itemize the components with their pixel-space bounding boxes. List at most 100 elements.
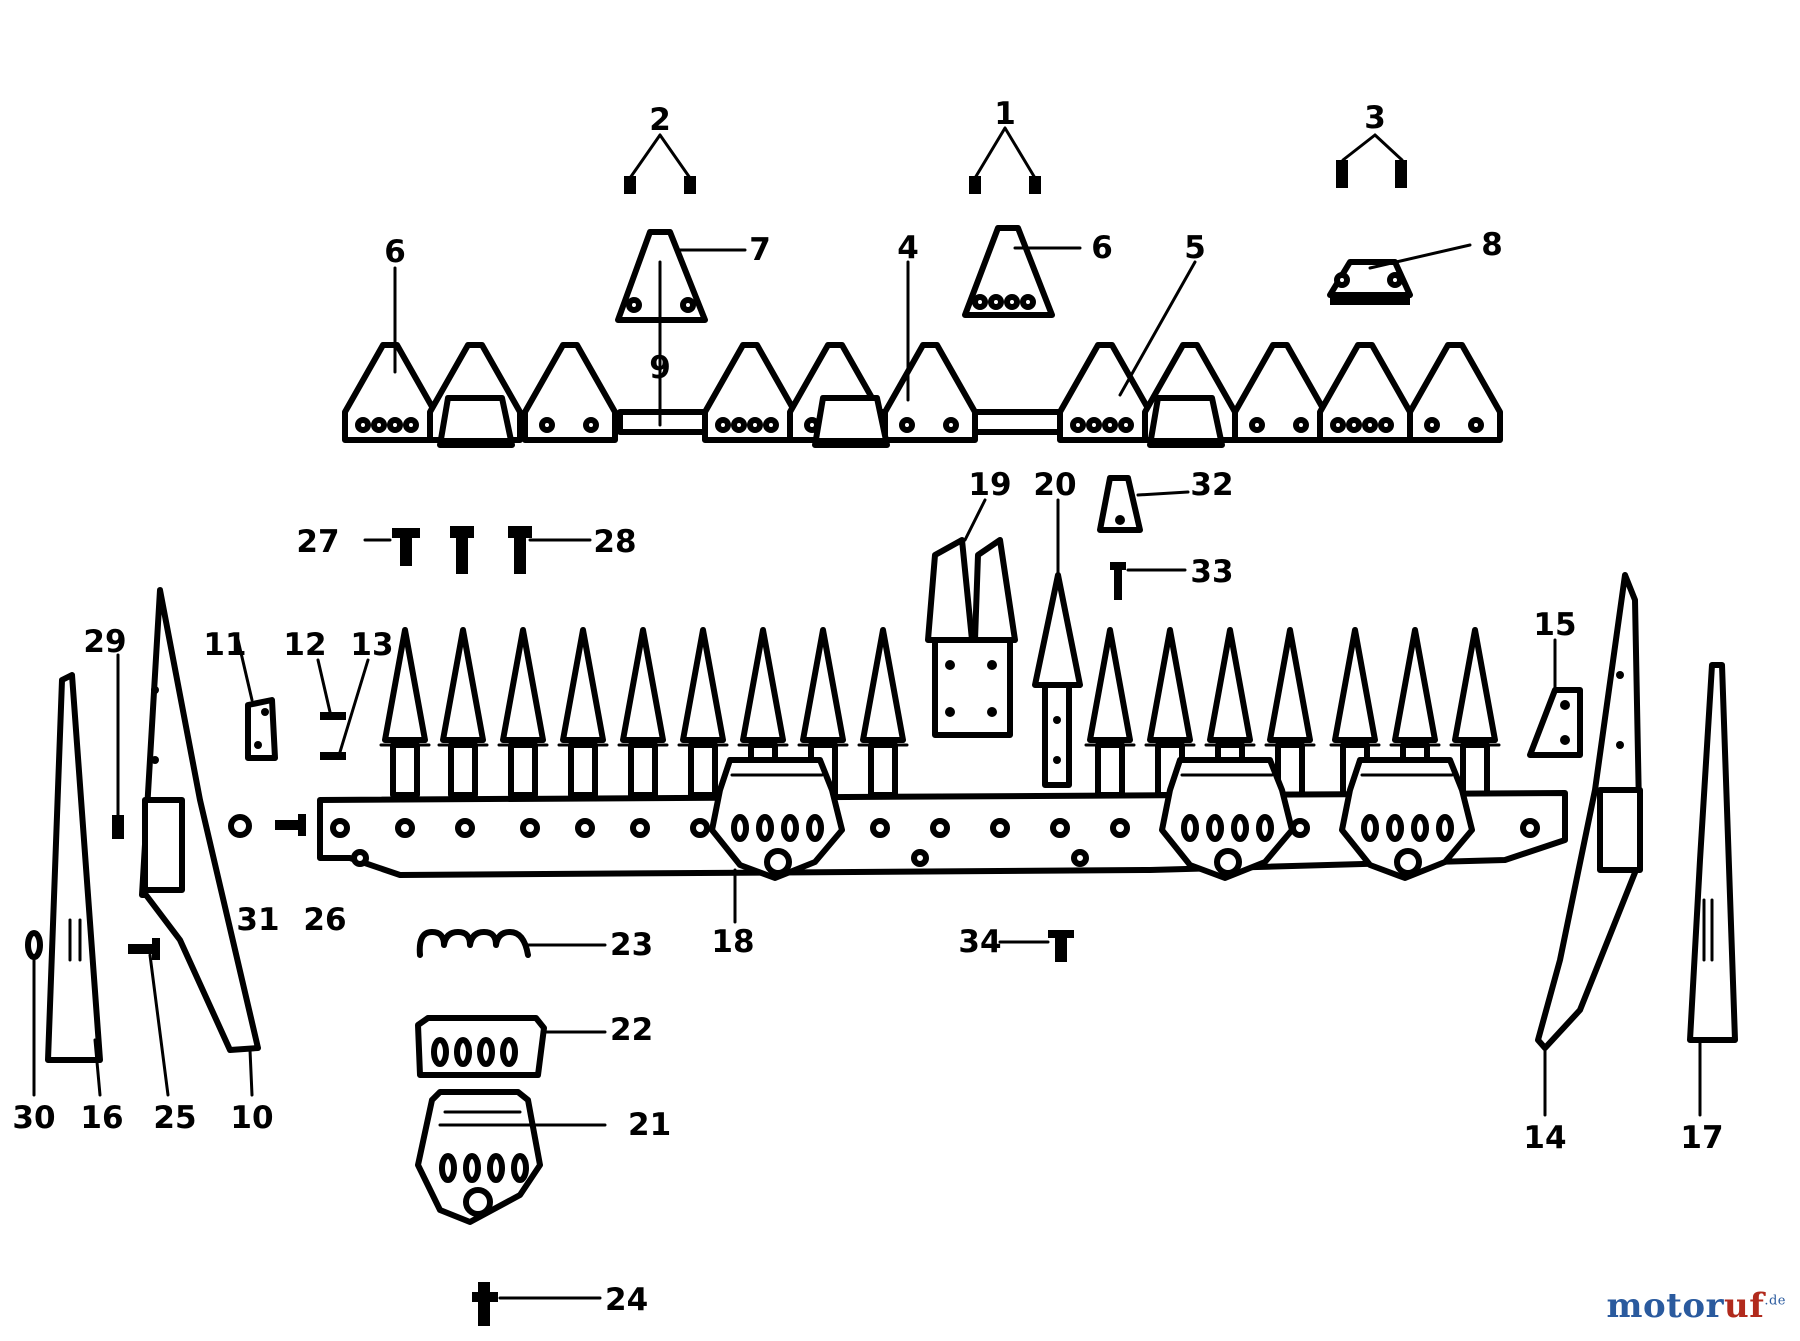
double-guard-19 (925, 537, 1018, 738)
bar-hole-low-1 (351, 849, 369, 867)
callout-27: 27 (296, 524, 339, 560)
pin-29 (112, 815, 124, 839)
bar-hole-7 (690, 818, 710, 838)
callout-2: 2 (649, 102, 671, 138)
guard-finger-3 (497, 627, 549, 798)
callout-9: 9 (649, 350, 671, 386)
guard-finger-9 (857, 627, 909, 798)
callout-11: 11 (203, 627, 246, 663)
blade-section-10 (1317, 342, 1413, 443)
blade-clamp-1 (437, 395, 515, 448)
blade-section-7 (1057, 342, 1153, 443)
callout-28: 28 (593, 524, 636, 560)
guard-finger-13 (1264, 627, 1316, 798)
bar-hole-6 (630, 818, 650, 838)
bar-knife-head-3 (1339, 757, 1475, 881)
blade-clamp-2 (812, 395, 890, 448)
callout-5: 5 (1184, 230, 1206, 266)
guard-finger-4 (557, 627, 609, 798)
bar-hole-9 (930, 818, 950, 838)
bar-hole-low-2 (911, 849, 929, 867)
callout-labels: 1 2 3 4 5 6 6 7 8 9 10 11 12 13 14 15 16… (12, 96, 1723, 1318)
outer-divider-17 (1687, 662, 1738, 1043)
bar-hole-11 (1050, 818, 1070, 838)
bar-hole-12 (1110, 818, 1130, 838)
callout-7: 7 (749, 232, 771, 268)
guard-finger-16 (1449, 627, 1501, 798)
blade-section-3 (522, 342, 618, 443)
callout-12: 12 (283, 627, 326, 663)
bracket-15 (1527, 687, 1583, 758)
callout-25: 25 (153, 1100, 196, 1136)
leader-lines (32, 243, 1702, 1127)
wear-plate-22 (415, 1015, 547, 1078)
guard-finger-2 (437, 627, 489, 798)
washer-31 (228, 814, 252, 838)
blade-section-6 (882, 342, 978, 443)
callout-4: 4 (897, 230, 919, 266)
pin-12 (320, 712, 346, 720)
bar-hole-4 (520, 818, 540, 838)
guard-cap-32 (1097, 475, 1143, 533)
pin-30 (25, 930, 43, 960)
bar-hole-16 (1520, 818, 1540, 838)
bolt-26 (275, 814, 306, 836)
callout-17: 17 (1680, 1120, 1723, 1156)
watermark-part-2: uf (1723, 1286, 1765, 1326)
callout-15: 15 (1533, 607, 1576, 643)
callout-3: 3 (1364, 100, 1386, 136)
blade-section-9 (1232, 342, 1328, 443)
bolt-24 (472, 1282, 602, 1326)
callout-18: 18 (711, 924, 754, 960)
blade-section-11 (1407, 342, 1503, 443)
bolt-25 (128, 938, 160, 960)
callout-10: 10 (230, 1100, 273, 1136)
callout-21: 21 (628, 1107, 671, 1143)
callout-14: 14 (1523, 1120, 1566, 1156)
screw-set-2 (624, 133, 696, 194)
bar-knife-head-1 (709, 757, 845, 881)
callout-6-left: 6 (384, 234, 406, 270)
watermark-logo: motoruf.de (1607, 1286, 1786, 1326)
guard-finger-6 (677, 627, 729, 798)
callout-32: 32 (1190, 467, 1233, 503)
callout-20: 20 (1033, 467, 1076, 503)
callout-1: 1 (994, 96, 1016, 132)
blade-section-4 (702, 342, 798, 443)
callout-13: 13 (350, 627, 393, 663)
bracket-11 (245, 697, 278, 761)
guard-finger-10 (1084, 627, 1136, 798)
bolt-34 (1048, 930, 1074, 962)
callout-26: 26 (303, 902, 346, 938)
bar-hole-1 (330, 818, 350, 838)
watermark-part-3: .de (1764, 1293, 1786, 1309)
screw-set-1 (969, 126, 1041, 194)
bar-hole-3 (455, 818, 475, 838)
callout-6-right: 6 (1091, 230, 1113, 266)
guard-finger-5 (617, 627, 669, 798)
callout-22: 22 (610, 1012, 653, 1048)
callout-29: 29 (83, 624, 126, 660)
bar-hole-2 (395, 818, 415, 838)
callout-24: 24 (605, 1282, 648, 1318)
callout-19: 19 (968, 467, 1011, 503)
watermark-part-1: motor (1606, 1286, 1724, 1326)
guard-row (379, 627, 1501, 798)
bar-knife-head-2 (1159, 757, 1295, 881)
bar-clamp-plates (709, 757, 1475, 881)
screws-27-28 (392, 526, 532, 574)
callout-33: 33 (1190, 554, 1233, 590)
hold-down-clip-23 (416, 929, 531, 958)
screw-set-3 (1336, 133, 1407, 188)
blade-clamp-3 (1147, 395, 1225, 448)
callout-30: 30 (12, 1100, 55, 1136)
guard-finger-1 (379, 627, 431, 798)
knife-head-21 (415, 1089, 543, 1225)
blade-section-1 (342, 342, 438, 443)
bar-hole-13 (1290, 818, 1310, 838)
callout-23: 23 (610, 927, 653, 963)
knife-blade-assembly (342, 342, 1503, 448)
bar-hole-10 (990, 818, 1010, 838)
bolt-33 (1110, 562, 1126, 600)
